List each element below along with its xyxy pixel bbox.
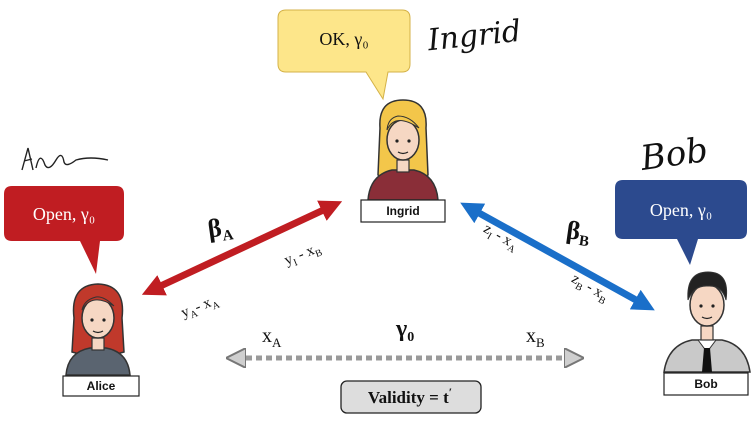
ingrid-name: Ingrid bbox=[386, 204, 419, 218]
validity-text: Validity = t′ bbox=[368, 385, 452, 407]
ingrid-name-box: Ingrid bbox=[360, 199, 446, 223]
ingrid-bubble-text: OK, γ₀ bbox=[319, 29, 368, 49]
ingrid-signature: Ingrid bbox=[425, 14, 523, 59]
alice-signature bbox=[21, 147, 109, 171]
alice-ingrid-ingrid-end-label: yI - xB bbox=[282, 240, 324, 272]
alice-name-box: Alice bbox=[62, 375, 140, 397]
validity-box: Validity = t′ bbox=[340, 380, 482, 414]
bob-avatar bbox=[663, 271, 751, 373]
alice-name: Alice bbox=[87, 379, 116, 393]
channel-ingrid-bob-arrow bbox=[460, 202, 655, 311]
channel-alice-ingrid-label: βA bbox=[206, 211, 235, 246]
ingrid-speech-bubble: OK, γ₀ bbox=[277, 9, 411, 101]
bob-speech-bubble: Open, γ₀ bbox=[615, 180, 747, 265]
virtual-left-label: xA bbox=[262, 325, 282, 350]
virtual-right-label: xB bbox=[526, 325, 545, 350]
bob-signature: Bob bbox=[637, 130, 710, 179]
channel-alice-ingrid-arrow bbox=[141, 200, 343, 296]
bob-name: Bob bbox=[694, 377, 717, 391]
bob-name-box: Bob bbox=[663, 372, 749, 396]
alice-avatar bbox=[65, 283, 131, 376]
virtual-channel-label: γ0 bbox=[395, 316, 414, 345]
alice-speech-bubble: Open, γ₀ bbox=[4, 186, 124, 274]
channel-ingrid-bob-label: βB bbox=[564, 215, 592, 250]
alice-bubble-text: Open, γ₀ bbox=[33, 204, 95, 224]
bob-bubble-text: Open, γ₀ bbox=[650, 200, 712, 220]
alice-ingrid-alice-end-label: yA- xA bbox=[179, 292, 222, 324]
ingrid-avatar bbox=[367, 99, 439, 201]
